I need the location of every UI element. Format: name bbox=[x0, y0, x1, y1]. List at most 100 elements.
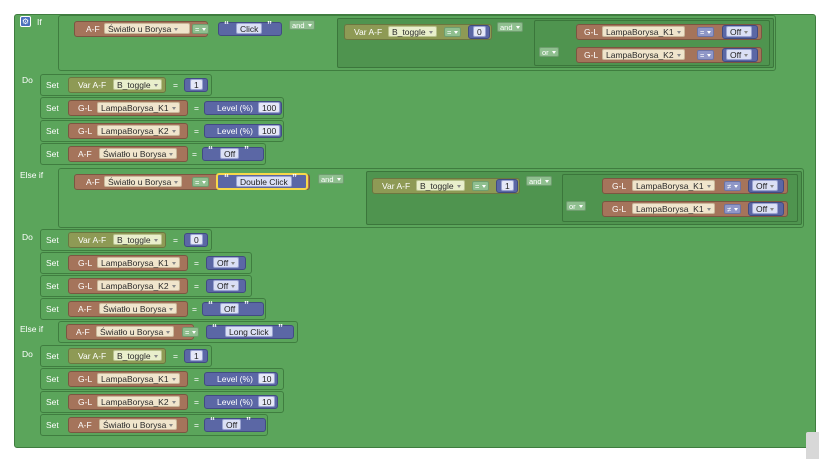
gl-label: G-L bbox=[584, 27, 599, 37]
btoggle-dropdown[interactable]: B_toggle bbox=[113, 79, 162, 90]
chevron-down-icon bbox=[171, 130, 176, 133]
lampa-k1-dropdown[interactable]: LampaBorysa_K1 bbox=[632, 180, 715, 191]
chevron-down-icon bbox=[307, 24, 312, 27]
lampa-k1-dropdown[interactable]: LampaBorysa_K1 bbox=[97, 373, 180, 384]
chevron-down-icon bbox=[231, 262, 236, 265]
number-value[interactable]: 1 bbox=[190, 79, 203, 90]
quote-open-icon: “ bbox=[224, 173, 229, 184]
level-label: Level (%) bbox=[217, 397, 253, 407]
level-value[interactable]: 100 bbox=[258, 125, 281, 136]
assign-label: = bbox=[173, 80, 178, 90]
level-value[interactable]: 10 bbox=[258, 373, 276, 384]
set-label: Set bbox=[46, 397, 59, 407]
chevron-down-icon bbox=[169, 308, 174, 311]
swiatlo-dropdown[interactable]: Światło u Borysa bbox=[104, 176, 183, 187]
and-label: and bbox=[321, 175, 334, 184]
level-value[interactable]: 10 bbox=[258, 396, 276, 407]
state-off-dropdown[interactable]: Off bbox=[726, 49, 753, 60]
lampa-k2-dropdown[interactable]: LampaBorysa_K2 bbox=[97, 396, 180, 407]
or-operator-1[interactable]: or bbox=[539, 47, 559, 57]
chevron-down-icon bbox=[744, 31, 749, 34]
text-value-off[interactable]: Off bbox=[222, 419, 242, 430]
and-operator-3[interactable]: and bbox=[318, 174, 344, 184]
btoggle-dropdown[interactable]: B_toggle bbox=[113, 234, 162, 245]
text-value-long-click[interactable]: Long Click bbox=[225, 326, 273, 337]
lampa-k1-dropdown[interactable]: LampaBorysa_K1 bbox=[632, 203, 715, 214]
quote-close-icon: ” bbox=[267, 20, 272, 31]
swiatlo-dropdown[interactable]: Światło u Borysa bbox=[99, 148, 178, 159]
and-operator-1[interactable]: and bbox=[289, 20, 315, 30]
neq-operator[interactable]: ≠ bbox=[724, 204, 742, 214]
state-off-dropdown[interactable]: Off bbox=[213, 280, 240, 291]
state-off-dropdown[interactable]: Off bbox=[213, 257, 240, 268]
swiatlo-dropdown[interactable]: Światło u Borysa bbox=[96, 326, 175, 337]
gear-icon[interactable]: ⚙ bbox=[20, 16, 31, 27]
assign-label: = bbox=[194, 420, 199, 430]
assign-label: = bbox=[192, 304, 197, 314]
state-off-value: Off bbox=[756, 204, 768, 214]
chevron-down-icon bbox=[153, 84, 158, 87]
chevron-down-icon bbox=[707, 31, 712, 34]
state-off-value: Off bbox=[730, 27, 742, 37]
gl-label: G-L bbox=[612, 204, 627, 214]
lampa-k1-dropdown[interactable]: LampaBorysa_K1 bbox=[602, 26, 685, 37]
lampa-k2-dropdown[interactable]: LampaBorysa_K2 bbox=[97, 125, 180, 136]
chevron-down-icon bbox=[169, 153, 174, 156]
chevron-down-icon bbox=[169, 424, 174, 427]
state-off-dropdown[interactable]: Off bbox=[752, 180, 779, 191]
quote-open-icon: “ bbox=[224, 20, 229, 31]
eq-operator[interactable]: = bbox=[192, 177, 210, 187]
eq-operator[interactable]: = bbox=[444, 27, 462, 37]
lampa-k1-dropdown[interactable]: LampaBorysa_K1 bbox=[97, 102, 180, 113]
lampa-k1-dropdown[interactable]: LampaBorysa_K1 bbox=[97, 257, 180, 268]
trash-icon[interactable] bbox=[806, 432, 819, 459]
state-off-dropdown[interactable]: Off bbox=[726, 26, 753, 37]
neq-operator[interactable]: ≠ bbox=[724, 181, 742, 191]
chevron-down-icon bbox=[202, 181, 207, 184]
or-operator-2[interactable]: or bbox=[566, 201, 586, 211]
lampa-k1-name: LampaBorysa_K1 bbox=[101, 374, 169, 384]
set-label: Set bbox=[46, 420, 59, 430]
btoggle-dropdown[interactable]: B_toggle bbox=[416, 180, 465, 191]
eq-operator[interactable]: = bbox=[192, 24, 210, 34]
swiatlo-dropdown[interactable]: Światło u Borysa bbox=[99, 419, 178, 430]
eq-operator[interactable]: = bbox=[697, 27, 715, 37]
var-af-label: Var A-F bbox=[78, 235, 107, 245]
btoggle-dropdown[interactable]: B_toggle bbox=[388, 26, 437, 37]
level-value[interactable]: 100 bbox=[258, 102, 281, 113]
gl-label: G-L bbox=[78, 258, 93, 268]
text-value-double-click[interactable]: Double Click bbox=[236, 176, 292, 187]
number-value[interactable]: 0 bbox=[190, 234, 203, 245]
lampa-k2-dropdown[interactable]: LampaBorysa_K2 bbox=[602, 49, 685, 60]
text-value-off[interactable]: Off bbox=[220, 148, 240, 159]
if-label: If bbox=[37, 17, 42, 27]
set-label: Set bbox=[46, 281, 59, 291]
state-off-dropdown[interactable]: Off bbox=[752, 203, 779, 214]
neq-label: ≠ bbox=[727, 205, 732, 214]
eq-operator[interactable]: = bbox=[697, 50, 715, 60]
and-label: and bbox=[529, 177, 542, 186]
number-value[interactable]: 1 bbox=[501, 180, 514, 191]
text-value-click[interactable]: Click bbox=[236, 23, 263, 34]
swiatlo-dropdown[interactable]: Światło u Borysa bbox=[99, 303, 178, 314]
eq-operator[interactable]: = bbox=[472, 181, 490, 191]
lampa-k1-name: LampaBorysa_K1 bbox=[636, 204, 704, 214]
btoggle-name: B_toggle bbox=[420, 181, 454, 191]
and-label: and bbox=[292, 21, 305, 30]
number-value[interactable]: 1 bbox=[190, 350, 203, 361]
number-value[interactable]: 0 bbox=[473, 26, 486, 37]
lampa-k2-dropdown[interactable]: LampaBorysa_K2 bbox=[97, 280, 180, 291]
quote-open-icon: “ bbox=[208, 145, 213, 156]
btoggle-dropdown[interactable]: B_toggle bbox=[113, 350, 162, 361]
lampa-k1-name: LampaBorysa_K1 bbox=[101, 103, 169, 113]
eq-operator[interactable]: = bbox=[182, 327, 200, 337]
text-value-off[interactable]: Off bbox=[220, 303, 240, 314]
chevron-down-icon bbox=[202, 28, 207, 31]
and-operator-4[interactable]: and bbox=[526, 176, 552, 186]
chevron-down-icon bbox=[171, 107, 176, 110]
and-operator-2[interactable]: and bbox=[497, 22, 523, 32]
swiatlo-dropdown[interactable]: Światło u Borysa bbox=[104, 23, 190, 34]
level-label: Level (%) bbox=[217, 126, 253, 136]
set-label: Set bbox=[46, 126, 59, 136]
quote-open-icon: “ bbox=[212, 323, 217, 334]
